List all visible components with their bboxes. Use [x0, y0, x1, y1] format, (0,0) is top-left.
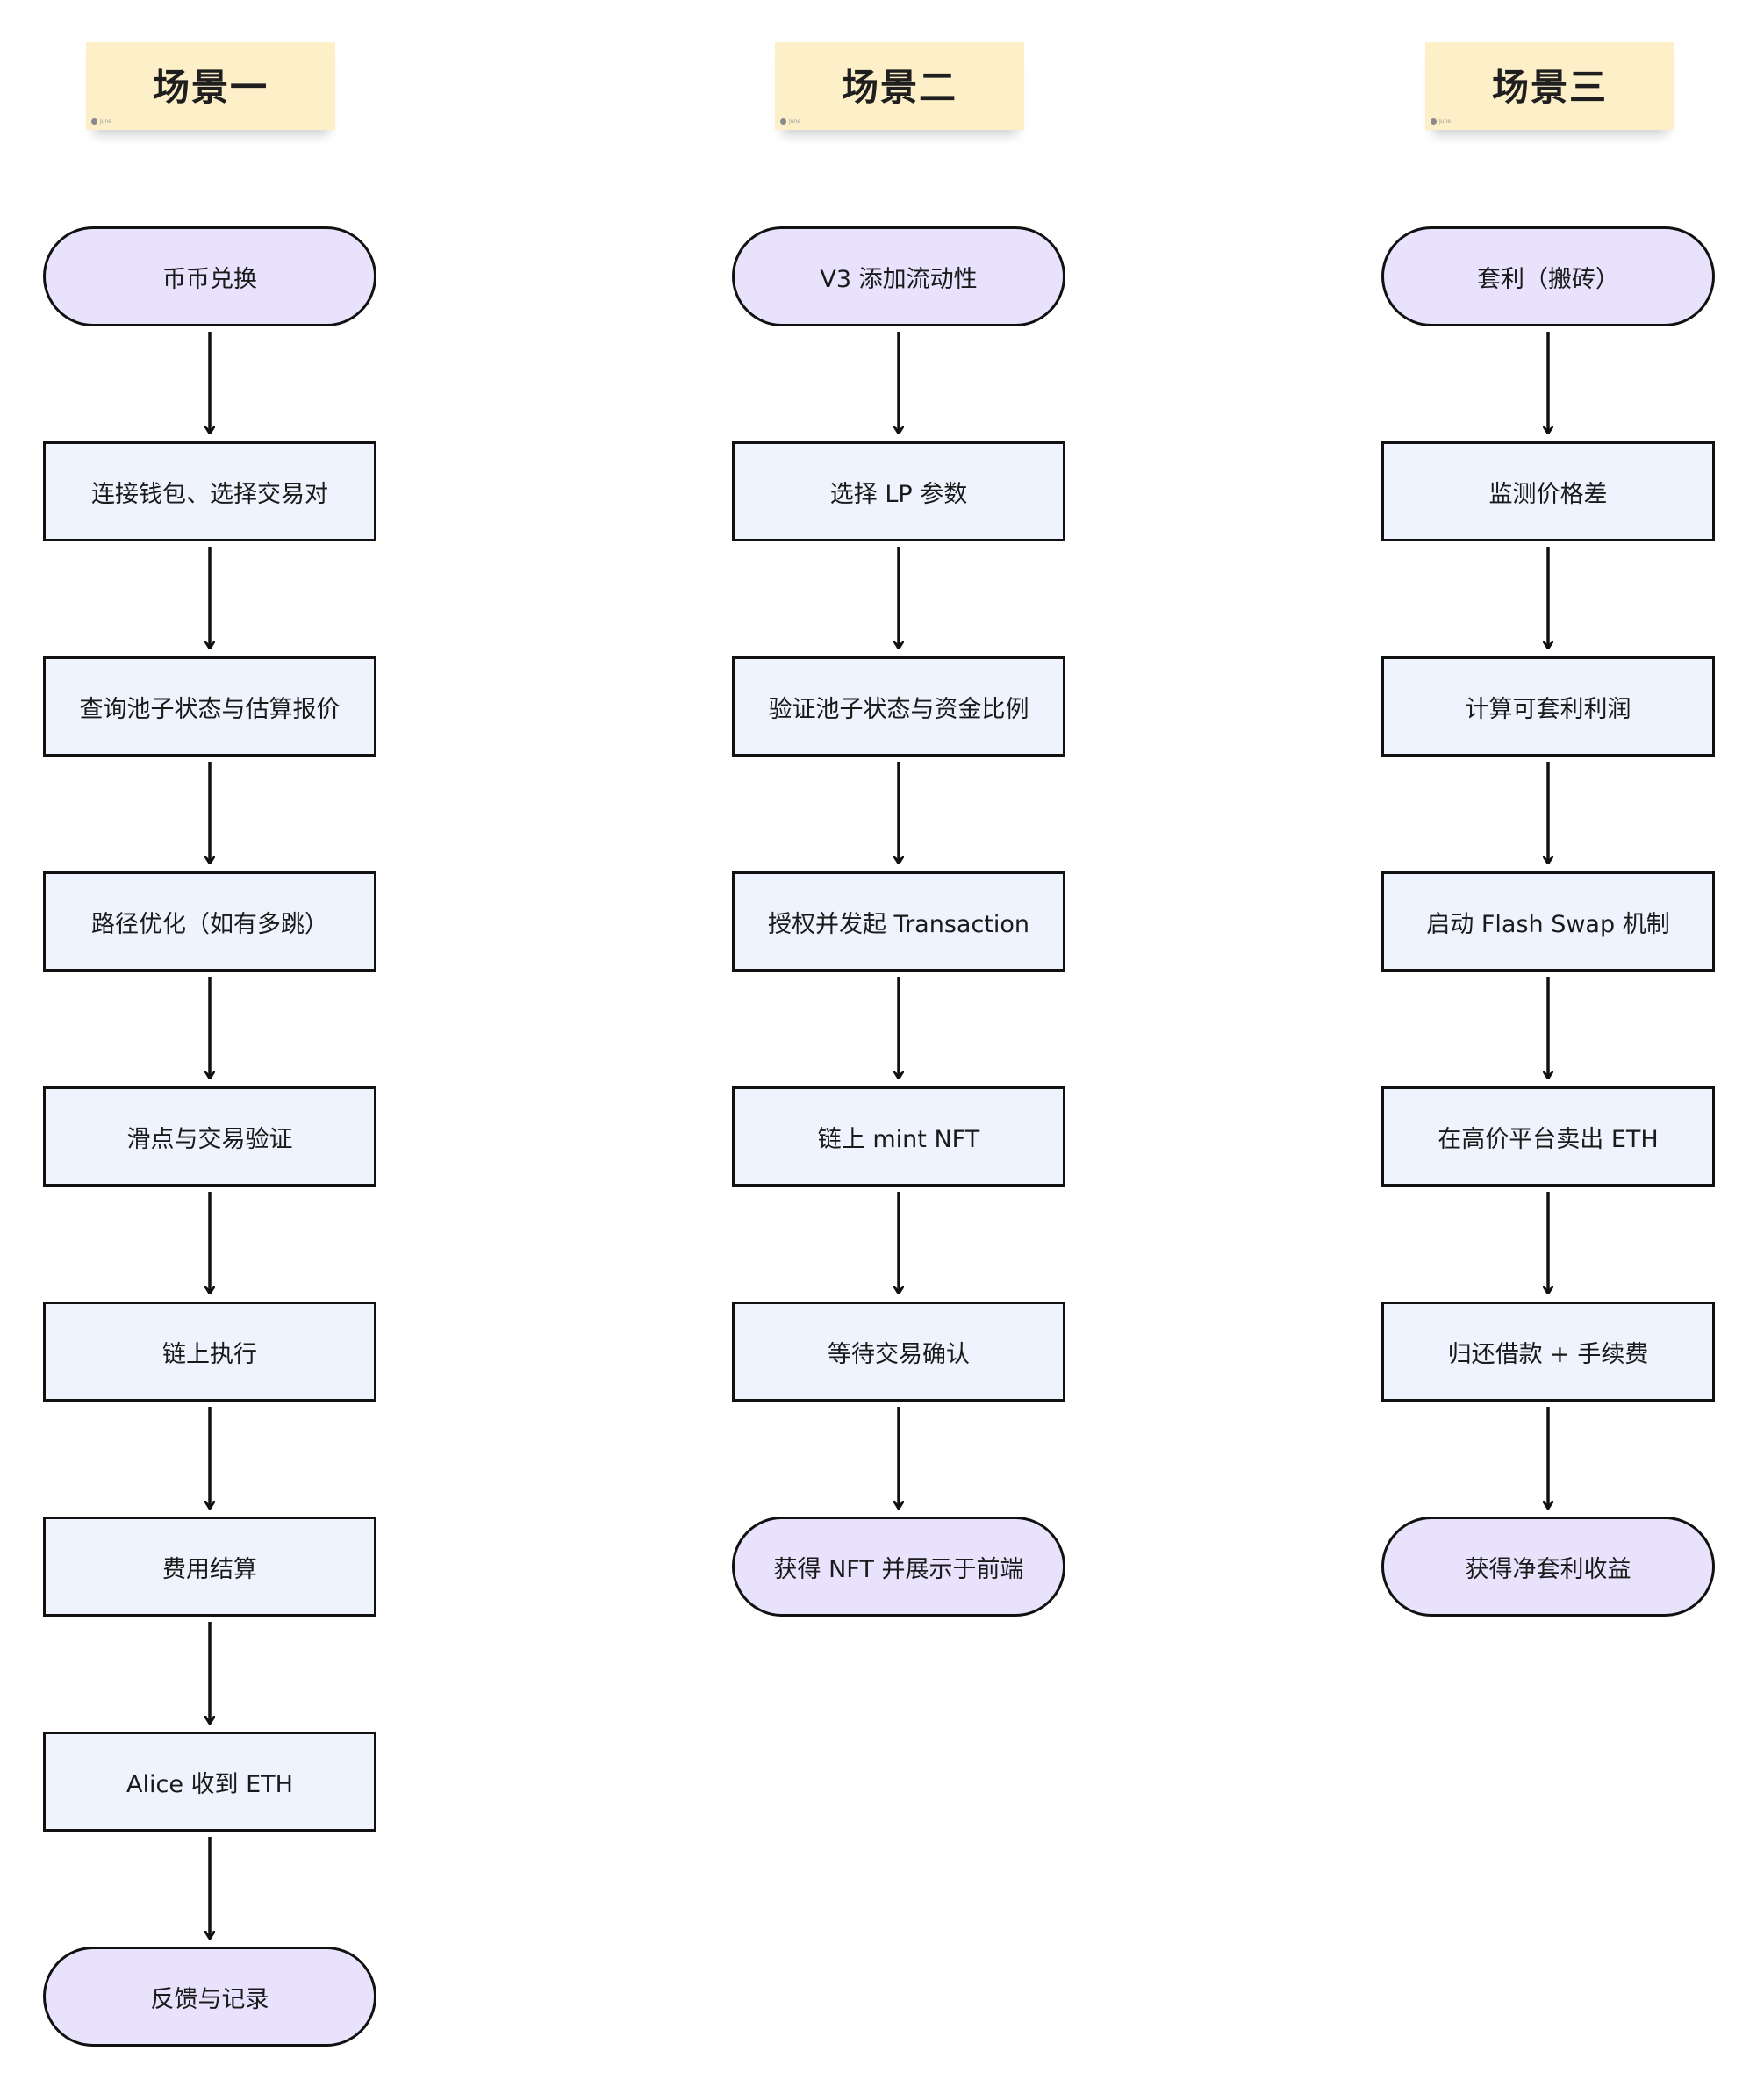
scenario-3-sticky-note[interactable]: 场景三 June: [1425, 42, 1674, 130]
node-label: 监测价格差: [1488, 480, 1608, 508]
author-name: June: [789, 118, 801, 125]
flow-node-step[interactable]: 等待交易确认: [732, 1302, 1065, 1402]
node-label: 选择 LP 参数: [829, 480, 968, 508]
flow-node-step[interactable]: 费用结算: [43, 1517, 376, 1617]
node-label: 获得净套利收益: [1465, 1555, 1631, 1583]
node-label: 链上执行: [162, 1340, 257, 1368]
scenario-2-sticky-note[interactable]: 场景二 June: [775, 42, 1024, 130]
scenario-2-author: June: [780, 118, 800, 125]
avatar-icon: [780, 118, 786, 125]
flow-node-step[interactable]: 归还借款 + 手续费: [1381, 1302, 1715, 1402]
avatar-icon: [1431, 118, 1437, 125]
node-label: V3 添加流动性: [820, 265, 978, 293]
node-label: 等待交易确认: [828, 1340, 970, 1368]
avatar-icon: [91, 118, 97, 125]
author-name: June: [1439, 118, 1452, 125]
scenario-1-title: 场景一: [152, 66, 269, 109]
flow-node-step[interactable]: 链上执行: [43, 1302, 376, 1402]
node-label: 连接钱包、选择交易对: [91, 480, 328, 508]
flow-node-step[interactable]: 在高价平台卖出 ETH: [1381, 1086, 1715, 1187]
flow-node-step[interactable]: 验证池子状态与资金比例: [732, 656, 1065, 757]
flow-node-step[interactable]: 连接钱包、选择交易对: [43, 441, 376, 541]
flow-node-step[interactable]: 链上 mint NFT: [732, 1086, 1065, 1187]
flow-node-step[interactable]: 启动 Flash Swap 机制: [1381, 871, 1715, 972]
flow-node-step[interactable]: 授权并发起 Transaction: [732, 871, 1065, 972]
scenario-1-author: June: [91, 118, 111, 125]
node-label: 滑点与交易验证: [126, 1125, 293, 1153]
node-label: 授权并发起 Transaction: [767, 910, 1030, 938]
flow-node-start[interactable]: 币币兑换: [43, 226, 376, 326]
flow-node-step[interactable]: Alice 收到 ETH: [43, 1732, 376, 1832]
scenario-3-author: June: [1431, 118, 1451, 125]
flow-node-end[interactable]: 获得净套利收益: [1381, 1517, 1715, 1617]
flow-node-step[interactable]: 滑点与交易验证: [43, 1086, 376, 1187]
node-label: 在高价平台卖出 ETH: [1438, 1125, 1659, 1153]
node-label: 反馈与记录: [150, 1985, 269, 2013]
node-label: 链上 mint NFT: [817, 1125, 980, 1153]
node-label: 币币兑换: [162, 265, 257, 293]
node-label: 验证池子状态与资金比例: [768, 695, 1029, 723]
flow-node-start[interactable]: 套利（搬砖）: [1381, 226, 1715, 326]
flow-node-start[interactable]: V3 添加流动性: [732, 226, 1065, 326]
flow-node-step[interactable]: 查询池子状态与估算报价: [43, 656, 376, 757]
flow-node-step[interactable]: 选择 LP 参数: [732, 441, 1065, 541]
node-label: 查询池子状态与估算报价: [79, 695, 341, 723]
node-label: 获得 NFT 并展示于前端: [773, 1555, 1024, 1583]
flow-node-end[interactable]: 反馈与记录: [43, 1947, 376, 2047]
node-label: 启动 Flash Swap 机制: [1426, 910, 1670, 938]
flow-node-step[interactable]: 计算可套利利润: [1381, 656, 1715, 757]
scenario-3-title: 场景三: [1491, 66, 1608, 109]
node-label: 套利（搬砖）: [1477, 265, 1619, 293]
node-label: 费用结算: [162, 1555, 257, 1583]
node-label: Alice 收到 ETH: [126, 1770, 293, 1798]
scenario-2-title: 场景二: [841, 66, 957, 109]
node-label: 归还借款 + 手续费: [1447, 1340, 1649, 1368]
node-label: 路径优化（如有多跳）: [91, 910, 328, 938]
flow-node-step[interactable]: 监测价格差: [1381, 441, 1715, 541]
scenario-1-sticky-note[interactable]: 场景一 June: [86, 42, 335, 130]
flow-node-step[interactable]: 路径优化（如有多跳）: [43, 871, 376, 972]
flow-node-end[interactable]: 获得 NFT 并展示于前端: [732, 1517, 1065, 1617]
author-name: June: [100, 118, 112, 125]
node-label: 计算可套利利润: [1465, 695, 1631, 723]
